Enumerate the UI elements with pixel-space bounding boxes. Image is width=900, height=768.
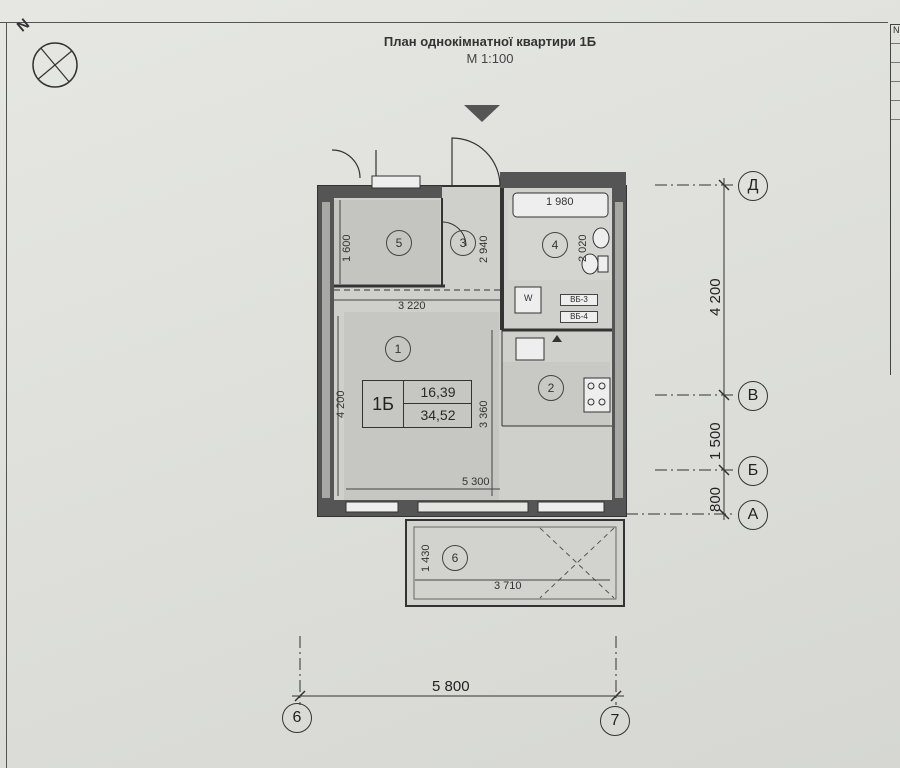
axis-bubble-b: Б: [738, 456, 768, 486]
balcony-cross-1: [539, 527, 615, 599]
axis-bubble-v: В: [738, 381, 768, 411]
dim-bath-length: 1 980: [546, 196, 574, 208]
room-1-area: [344, 312, 499, 502]
toilet-tank: [597, 255, 609, 273]
dim-d-to-v: 4 200: [707, 278, 724, 316]
dim-overall-width: 5 800: [432, 678, 470, 695]
entrance-arrow-icon: [464, 105, 500, 122]
side-stamp-table: N: [890, 24, 900, 375]
balcony-door: [417, 501, 529, 513]
bathtub: [512, 192, 609, 218]
room-number-4: 4: [542, 232, 568, 258]
shaft-label-1: ВБ-3: [560, 294, 598, 306]
right-wall-inner: [615, 202, 623, 498]
frame-left-line: [6, 22, 7, 768]
dim-bath-depth: 2 020: [577, 234, 589, 262]
room-number-6: 6: [442, 545, 468, 571]
dim-v-to-b: 1 500: [707, 422, 724, 460]
apartment-code: 1Б: [372, 394, 394, 414]
living-area: 16,39: [403, 381, 472, 404]
room-number-2: 2: [538, 375, 564, 401]
side-table-header: N: [891, 25, 900, 44]
shaft-label-2: ВБ-4: [560, 311, 598, 323]
dim-interior-width: 5 300: [462, 476, 490, 488]
plan-title: План однокімнатної квартири 1Б: [383, 34, 597, 49]
room-number-1: 1: [385, 336, 411, 362]
axis-bubble-d: Д: [738, 171, 768, 201]
axis-bubble-a: А: [738, 500, 768, 530]
balcony-cross-2: [539, 527, 615, 599]
dim-balcony-width: 3 710: [494, 580, 522, 592]
frame-top-line: [0, 22, 888, 23]
entrance-door: [451, 137, 501, 187]
top-door-swing: [331, 149, 361, 179]
balcony-inner: [413, 526, 617, 600]
stove: [583, 377, 611, 413]
axis-bubble-7: 7: [600, 706, 630, 736]
window-top: [371, 175, 421, 189]
side-table-row: [891, 63, 900, 82]
window-right: [537, 501, 605, 513]
dim-kitchen-height: 3 360: [478, 400, 490, 428]
dim-corridor-height: 1 600: [341, 234, 353, 262]
plan-scale: М 1:100: [466, 51, 514, 66]
side-table-row: [891, 101, 900, 120]
left-wall-inner: [322, 202, 330, 498]
top-wall-right: [500, 172, 626, 188]
dim-b-to-a: 800: [707, 486, 724, 512]
window-left: [345, 501, 399, 513]
side-table-row: [891, 44, 900, 63]
washbasin: [592, 227, 610, 249]
room-number-5: 5: [386, 230, 412, 256]
washer-label: W: [524, 293, 533, 303]
apartment-area-box: 1Б 16,39 34,52: [362, 380, 472, 428]
dim-living-height: 4 200: [335, 390, 347, 418]
washer-box: [514, 286, 542, 314]
compass-icon: [32, 42, 78, 88]
dim-corridor-width: 3 220: [398, 300, 426, 312]
room-number-3: 3: [450, 230, 476, 256]
riser-arrow-icon: [552, 335, 562, 342]
kitchen-sink: [515, 337, 545, 361]
side-table-row: [891, 82, 900, 101]
balcony: [405, 519, 625, 607]
axis-bubble-6: 6: [282, 703, 312, 733]
top-wall-left: [318, 186, 442, 198]
total-area: 34,52: [403, 404, 472, 427]
dim-balcony-depth: 1 430: [420, 544, 432, 572]
dim-hall-depth: 2 940: [478, 235, 490, 263]
